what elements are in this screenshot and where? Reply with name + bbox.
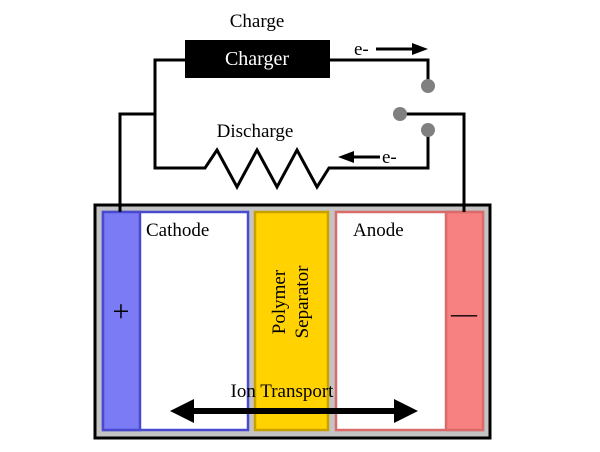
anode-label: Anode <box>353 220 404 241</box>
separator-label-line2: Separator <box>292 265 313 338</box>
minus-sign: — <box>450 299 478 328</box>
switch-contact-discharge <box>421 123 435 137</box>
cathode-label: Cathode <box>146 220 209 241</box>
electron-arrow-discharge-head <box>338 151 354 163</box>
charge-label: Charge <box>230 11 285 32</box>
wire-discharge-right <box>340 132 430 170</box>
circuit-wires <box>118 58 466 212</box>
resistor <box>195 146 340 191</box>
wire-anode-up <box>402 112 466 212</box>
discharge-label: Discharge <box>217 121 294 142</box>
ion-transport-arrow-head-right <box>394 399 418 423</box>
wire-charge-right <box>330 58 430 84</box>
electron-label-discharge: e- <box>382 147 397 168</box>
electron-arrow-charge-head <box>412 43 428 55</box>
ion-transport-label: Ion Transport <box>231 381 335 402</box>
switch-contact-common <box>393 107 407 121</box>
wire-cathode-up <box>118 112 155 212</box>
ion-transport-arrow-head-left <box>170 399 194 423</box>
switch-contact-charge <box>421 79 435 93</box>
electron-label-charge: e- <box>354 39 369 60</box>
charger-box <box>185 40 330 78</box>
plus-sign: + <box>113 295 130 328</box>
charger-label: Charger <box>225 48 289 70</box>
wire-discharge-left <box>153 114 195 170</box>
separator-label-line1: Polymer <box>269 269 290 334</box>
anode-electrode <box>444 210 485 432</box>
polymer-separator <box>253 210 330 432</box>
wire-charge-left <box>153 58 185 114</box>
